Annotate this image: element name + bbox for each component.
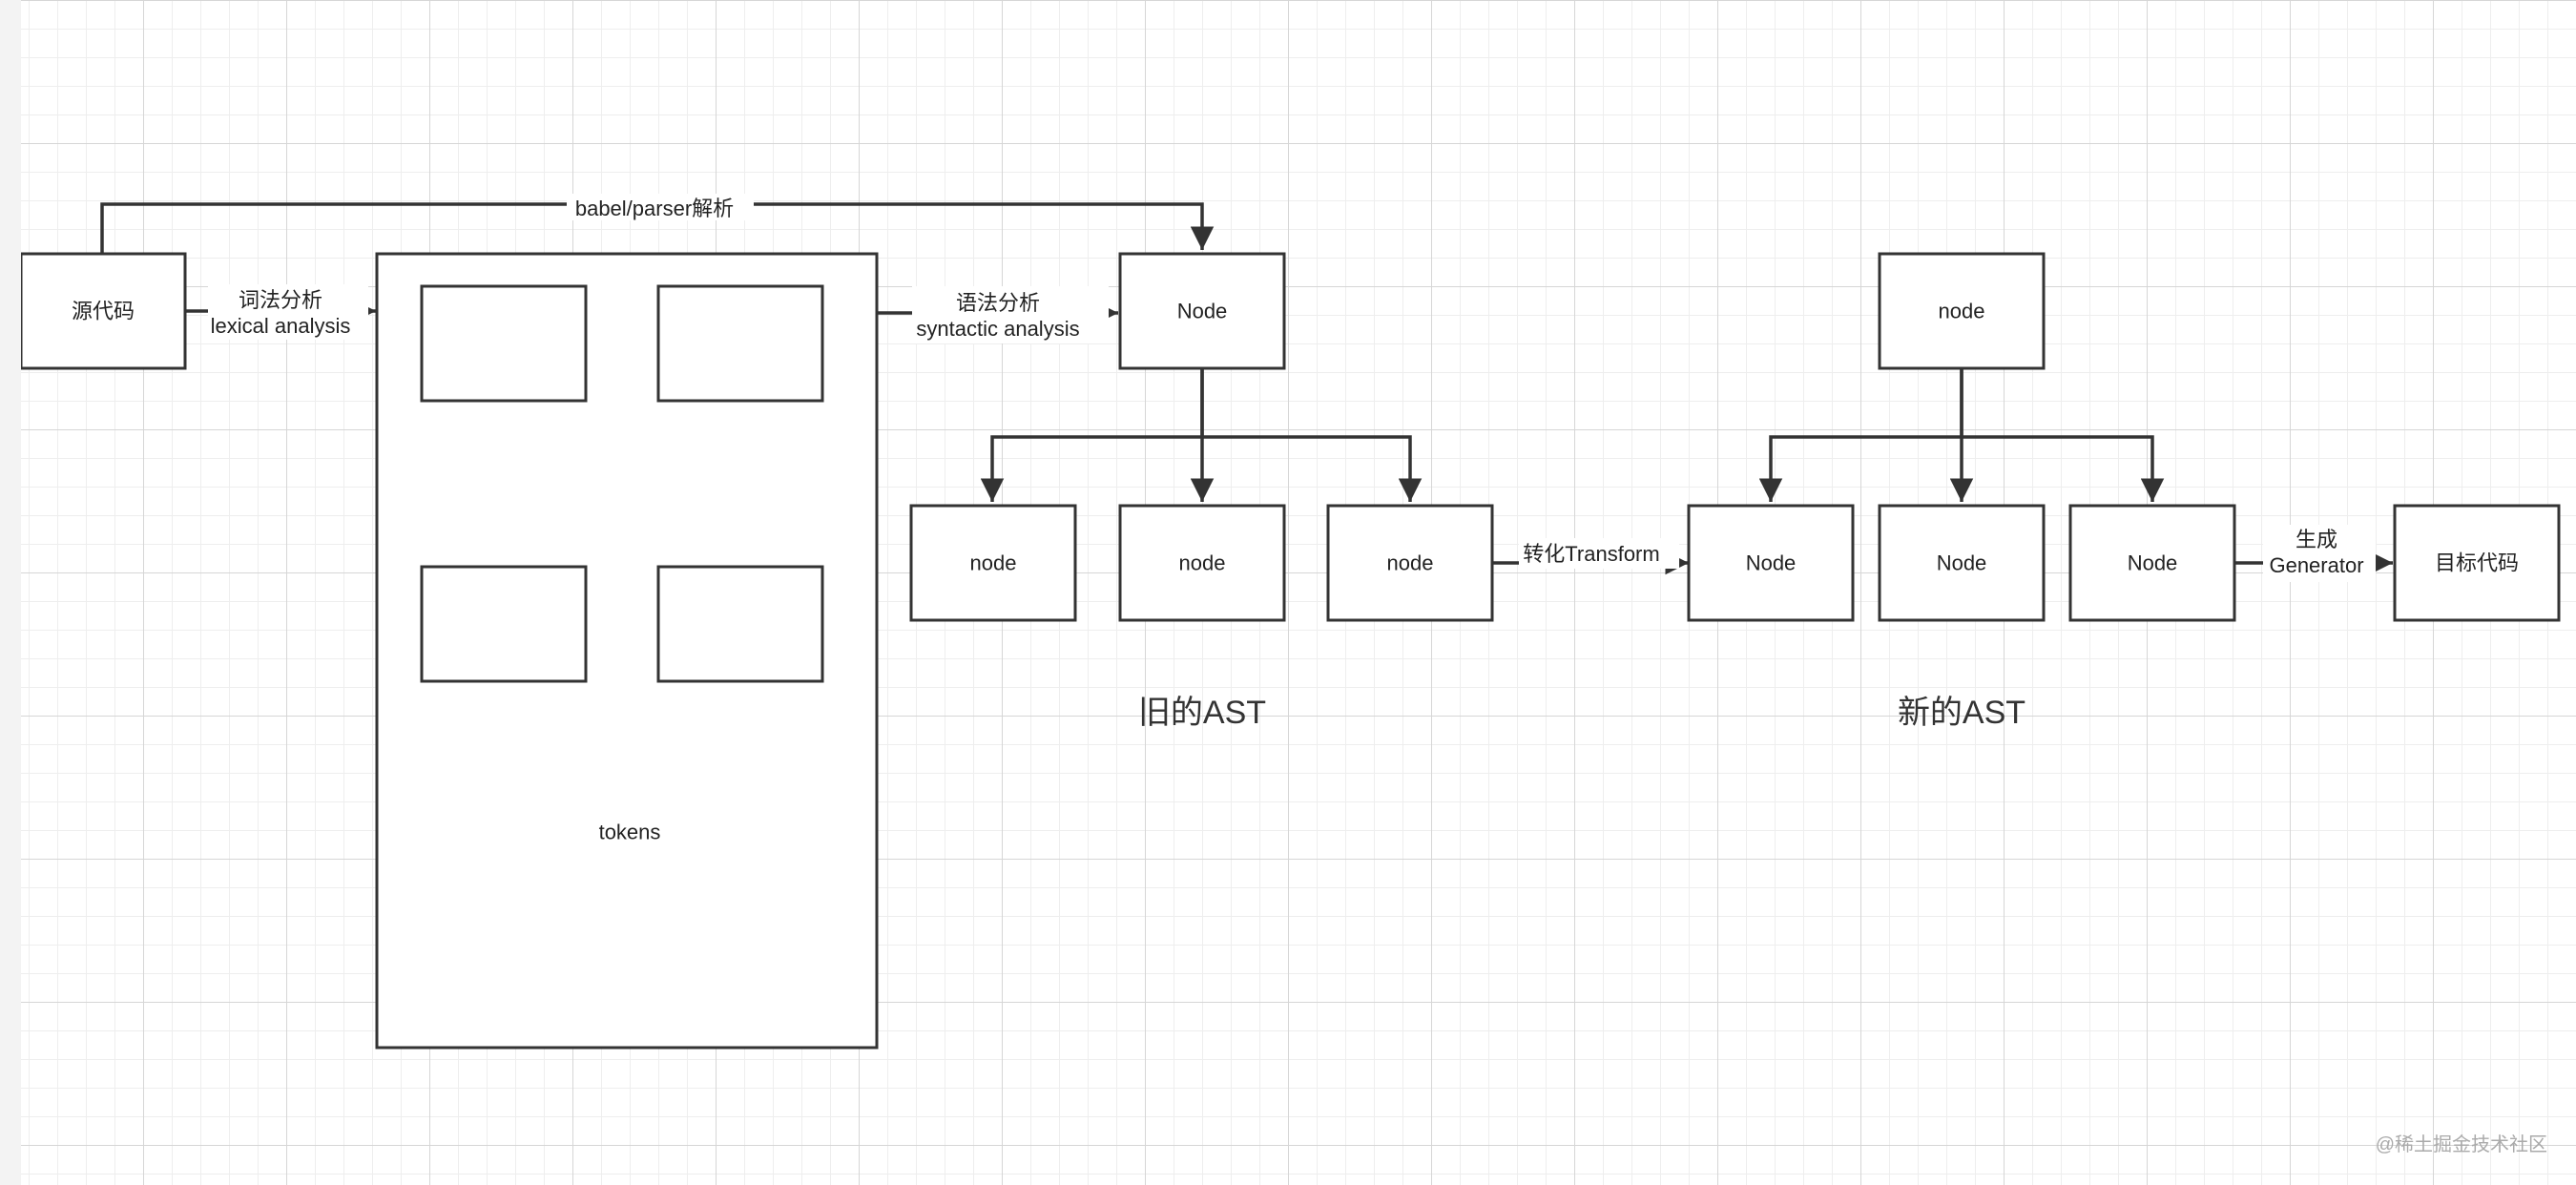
old-child-node-3[interactable]: node (1326, 504, 1494, 622)
token-box-1[interactable] (420, 284, 588, 403)
old-root-box[interactable] (1118, 252, 1286, 370)
transform-label-bg (1519, 538, 1679, 569)
old-child-box-3[interactable] (1326, 504, 1494, 622)
target-label: 目标代码 (2435, 551, 2519, 575)
new-root-box[interactable] (1878, 252, 2046, 370)
target-box[interactable] (2393, 504, 2561, 622)
source-node[interactable]: 源代码 (21, 252, 187, 370)
new-child-label-3: Node (2128, 551, 2178, 575)
parser-label: babel/parser解析 (575, 197, 734, 220)
new-child-node-3[interactable]: Node (2068, 504, 2236, 622)
new-ast: node Node Node Node 新的AST (1687, 252, 2236, 731)
syntactic-label-en: syntactic analysis (916, 317, 1079, 341)
generator-label-bg (2263, 525, 2376, 582)
source-label: 源代码 (72, 300, 135, 323)
new-child-node-2[interactable]: Node (1878, 504, 2046, 622)
new-child-label-1: Node (1746, 551, 1797, 575)
new-child-box-2[interactable] (1878, 504, 2046, 622)
token-box-3[interactable] (420, 565, 588, 683)
old-child-box-2[interactable] (1118, 504, 1286, 622)
transform-label: 转化Transform (1523, 542, 1659, 566)
new-child-box-3[interactable] (2068, 504, 2236, 622)
edge-old-root-to-child-3[interactable] (1202, 435, 1423, 502)
generator-label-en: Generator (2269, 553, 2363, 577)
old-child-label-2: node (1179, 551, 1226, 575)
lexical-label-cn: 词法分析 (239, 288, 322, 312)
edge-old-root-to-child-1[interactable] (980, 367, 1204, 502)
old-root-node[interactable]: Node (1118, 252, 1286, 370)
edge-new-root-to-child-3[interactable] (1962, 435, 2165, 502)
source-box[interactable] (21, 252, 187, 370)
new-root-node[interactable]: node (1878, 252, 2046, 370)
diagram-canvas: babel/parser解析 词法分析 lexical analysis 语法分… (21, 0, 2576, 1185)
target-node[interactable]: 目标代码 (2393, 504, 2561, 622)
lexical-label-en: lexical analysis (211, 314, 351, 338)
old-ast-label: 旧的AST (1138, 695, 1266, 731)
token-box-2[interactable] (656, 284, 824, 403)
edge-new-root-to-child-1[interactable] (1758, 367, 1963, 502)
tokens-label: tokens (599, 821, 661, 844)
old-child-node-1[interactable]: node (909, 504, 1077, 622)
new-child-node-1[interactable]: Node (1687, 504, 1855, 622)
old-root-label: Node (1177, 300, 1228, 323)
old-ast: Node node node node 旧的AST (909, 252, 1494, 731)
syntactic-label-cn: 语法分析 (956, 291, 1040, 315)
token-box-4[interactable] (656, 565, 824, 683)
syntactic-label-bg (912, 286, 1109, 343)
new-child-label-2: Node (1937, 551, 1987, 575)
old-child-label-1: node (970, 551, 1017, 575)
old-child-node-2[interactable]: node (1118, 504, 1286, 622)
old-child-box-1[interactable] (909, 504, 1077, 622)
watermark-text: @稀土掘金技术社区 (2376, 1133, 2547, 1155)
new-root-label: node (1939, 300, 1985, 323)
new-child-box-1[interactable] (1687, 504, 1855, 622)
edge-labels: babel/parser解析 词法分析 lexical analysis 语法分… (208, 194, 2376, 582)
generator-label-cn: 生成 (2296, 528, 2337, 551)
lexical-label-bg (208, 284, 368, 340)
flow-diagram: babel/parser解析 词法分析 lexical analysis 语法分… (21, 194, 2561, 1155)
old-child-label-3: node (1387, 551, 1434, 575)
new-ast-label: 新的AST (1898, 695, 2025, 731)
tokens-node[interactable]: tokens (375, 252, 879, 1050)
parser-label-bg (567, 194, 754, 220)
